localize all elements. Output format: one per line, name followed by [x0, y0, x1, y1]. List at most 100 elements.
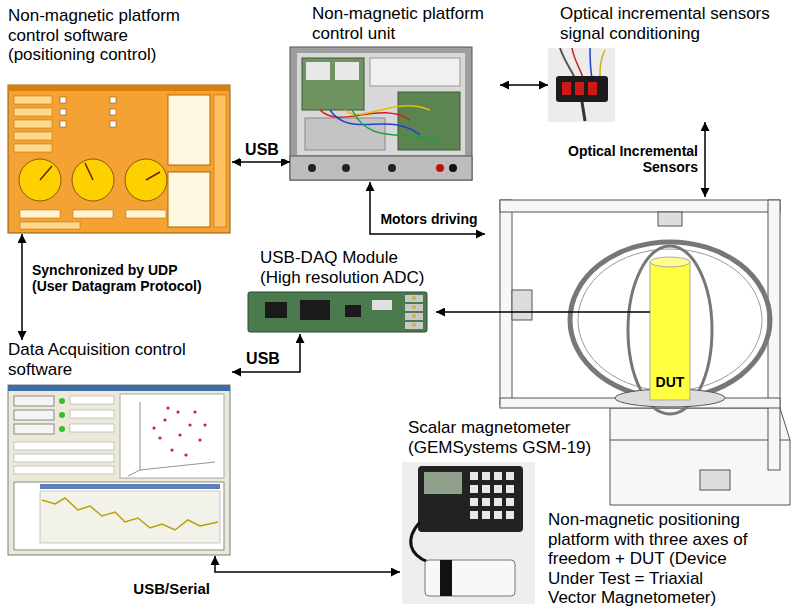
control-unit-photo	[290, 47, 472, 180]
software-screenshot	[60, 97, 66, 103]
acquisition-screenshot	[128, 402, 215, 476]
software-screenshot	[14, 96, 52, 104]
control-unit-photo	[449, 164, 457, 172]
magnetometer-photo	[494, 485, 502, 493]
signal-conditioning-photo	[582, 102, 585, 121]
acquisition-screenshot	[193, 410, 196, 413]
magnetometer-photo	[402, 462, 535, 604]
signal-conditioning-photo	[600, 50, 605, 78]
control-unit-photo	[370, 58, 460, 86]
signal-conditioning-photo	[590, 48, 592, 78]
connector-label: Motors driving	[378, 211, 480, 227]
positioning-platform-drawing	[650, 262, 690, 400]
connector-label: Synchronized by UDP (User Datagram Proto…	[32, 262, 212, 294]
daq-board-photo	[405, 322, 423, 329]
software-screenshot	[14, 132, 52, 140]
software-screenshot	[14, 108, 52, 116]
signal-conditioning-photo	[548, 48, 615, 122]
software-screenshot	[14, 120, 52, 128]
acquisition-screenshot	[42, 498, 218, 530]
daq-board-photo	[412, 314, 416, 318]
connector-arrow	[232, 161, 290, 163]
software-screenshot	[19, 159, 61, 201]
magnetometer-photo	[424, 472, 462, 494]
signal-conditioning-photo	[572, 48, 583, 78]
node-caption: Non-magnetic platform control software (…	[8, 6, 198, 65]
magnetometer-photo	[425, 560, 515, 596]
node-caption: Non-magnetic platform control unit	[312, 4, 497, 43]
daq-board-photo	[405, 313, 423, 320]
acquisition-screenshot	[8, 385, 230, 555]
acquisition-screenshot	[70, 424, 114, 432]
daq-board-photo	[405, 304, 423, 311]
acquisition-screenshot	[40, 484, 220, 489]
connector-arrow	[370, 182, 485, 234]
daq-board-photo	[248, 292, 427, 332]
magnetometer-photo	[482, 485, 490, 493]
node-caption: Non-magnetic positioning platform with t…	[548, 510, 754, 608]
connector-arrow	[21, 234, 23, 340]
connector-arrow	[436, 311, 650, 313]
signal-conditioning-photo	[575, 82, 584, 95]
acquisition-screenshot	[70, 396, 114, 404]
software-screenshot	[8, 85, 230, 233]
control-unit-photo	[388, 164, 396, 172]
signal-conditioning: Optical incremental sensors signal condi…	[548, 4, 790, 122]
magnetometer-photo	[506, 498, 514, 506]
signal-conditioning-photo	[556, 76, 608, 102]
daq-board-photo	[412, 296, 416, 300]
control-unit-photo	[297, 53, 465, 155]
positioning-platform-drawing	[610, 408, 790, 505]
software-screenshot	[110, 121, 116, 127]
acquisition-screenshot	[158, 436, 161, 439]
software-screenshot	[168, 172, 210, 227]
control-unit-photo	[306, 62, 330, 80]
magnetometer-photo	[494, 498, 502, 506]
magnetometer-photo	[470, 511, 478, 519]
daq-board-photo	[412, 323, 416, 327]
software-screenshot	[73, 210, 113, 218]
acquisition-screenshot	[14, 410, 54, 420]
acquisition-panel: Data Acquisition control software	[8, 340, 232, 556]
signal-conditioning-photo	[548, 48, 615, 122]
software-screenshot	[72, 159, 114, 201]
acquisition-screenshot	[59, 412, 65, 418]
magnetometer-photo	[440, 560, 452, 596]
software-screenshot	[146, 172, 160, 180]
node-caption: Data Acquisition control software	[8, 340, 218, 379]
magnetometer-photo	[470, 498, 478, 506]
connector-label: Optical Incremental Sensors	[548, 143, 698, 175]
software-screenshot	[20, 210, 60, 218]
magnetometer-photo	[506, 511, 514, 519]
acquisition-screenshot	[203, 423, 206, 426]
software-screenshot	[110, 97, 116, 103]
control-unit-photo	[290, 47, 472, 180]
daq-board-photo	[405, 295, 423, 302]
acquisition-screenshot	[14, 442, 114, 450]
control-unit-photo	[302, 58, 364, 110]
positioning-platform-drawing	[500, 200, 780, 212]
magnetometer-photo	[418, 466, 523, 532]
magnetometer-photo	[470, 472, 478, 480]
node-caption: USB-DAQ Module (High resolution ADC)	[260, 248, 434, 287]
software-screenshot	[60, 109, 66, 115]
acquisition-screenshot	[170, 448, 173, 451]
connector-label: USB	[240, 350, 286, 368]
connector-arrow	[500, 84, 548, 86]
software-screenshot	[214, 95, 226, 227]
software-screenshot	[125, 159, 167, 201]
positioning-platform-drawing	[500, 200, 790, 505]
daq-board-photo	[300, 300, 330, 320]
positioning-platform-drawing	[500, 200, 512, 405]
daq-board-photo	[412, 305, 416, 309]
software-screenshot	[126, 210, 166, 218]
node-caption: Scalar magnetometer (GEMSystems GSM-19)	[408, 418, 598, 457]
connector-label: USB/Serial	[110, 580, 210, 597]
connector-label: USB	[240, 141, 284, 159]
positioning-platform-drawing	[700, 470, 730, 490]
software-screenshot	[40, 166, 52, 180]
control-unit-photo	[436, 164, 444, 172]
control-unit-photo	[290, 156, 472, 180]
acquisition-screenshot	[188, 423, 191, 426]
